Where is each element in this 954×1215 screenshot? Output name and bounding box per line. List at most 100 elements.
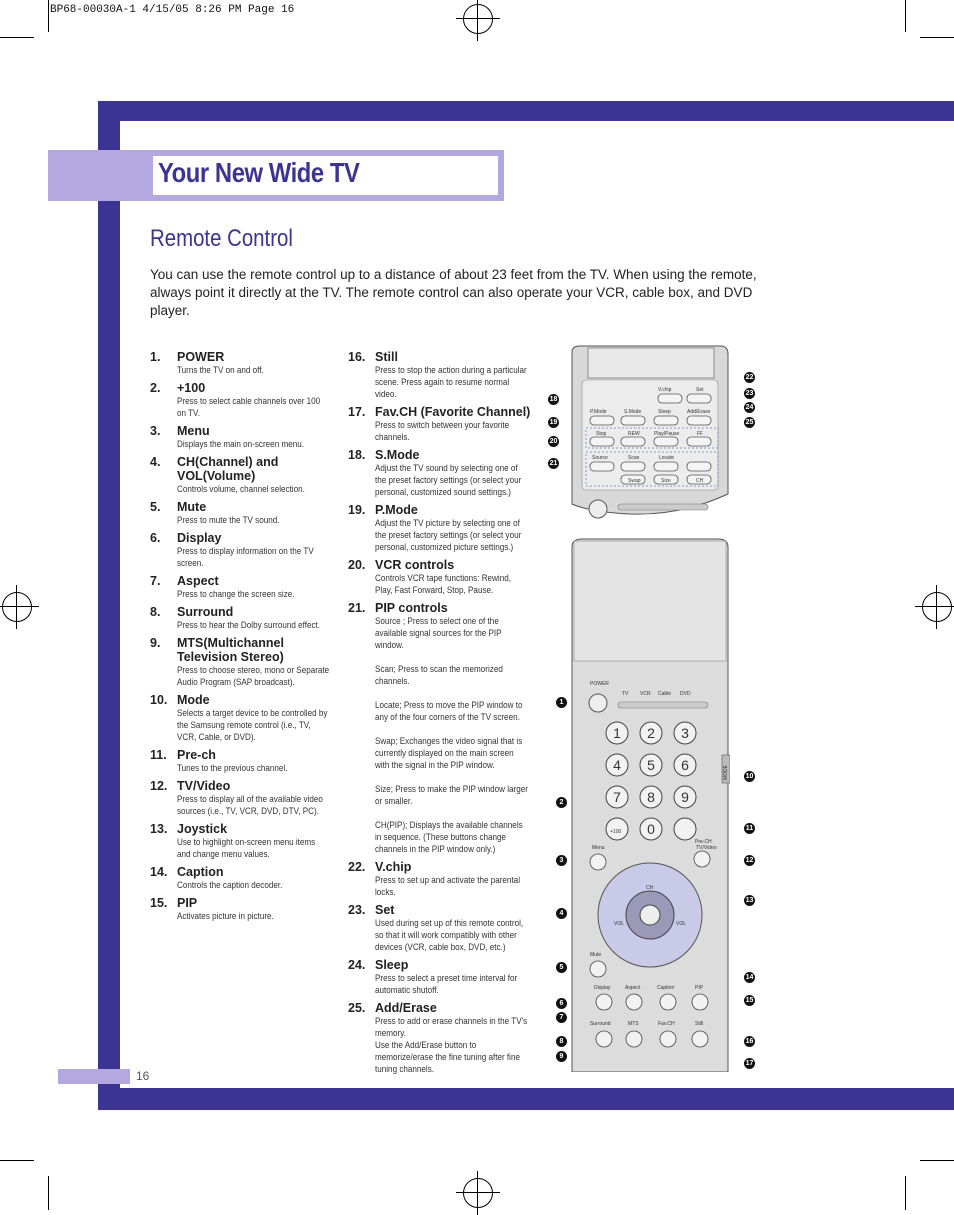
legend-item-name: +100 <box>177 381 206 395</box>
pmode-label: P.Mode <box>590 409 607 415</box>
rew-label: REW <box>628 431 640 437</box>
legend-item-name: CH(Channel) and VOL(Volume) <box>177 455 279 483</box>
left-band <box>98 101 120 1110</box>
callout-number: 5 <box>556 962 567 973</box>
legend-item-name: Sleep <box>375 958 409 972</box>
legend-item-number: 19. <box>348 503 366 517</box>
legend-item-heading: 24.Sleep <box>348 958 538 972</box>
legend-item-name: Menu <box>177 424 210 438</box>
stop-label: Stop <box>596 431 607 437</box>
callout-number: 7 <box>556 1012 567 1023</box>
legend-item-heading: 5. Mute <box>150 500 340 514</box>
crop-mark <box>920 37 954 38</box>
legend-item-description: Adjust the TV picture by selecting one o… <box>375 518 522 552</box>
legend-item-description: Controls volume, channel selection. <box>177 484 305 494</box>
legend-item-name: Add/Erase <box>375 1001 437 1015</box>
legend-item-number: 10. <box>150 693 168 707</box>
legend-item-heading: 9.MTS(Multichannel Television Stereo) <box>150 636 340 664</box>
legend-item-description: Press to display information on the TV s… <box>177 546 314 568</box>
callout-number: 24 <box>744 402 755 413</box>
remote-flap-illustration: V.chip Set P.Mode S.Mode Sleep Add/Erase… <box>571 345 729 519</box>
legend-item: 9.MTS(Multichannel Television Stereo)Pre… <box>150 636 340 688</box>
legend-item-name: Joystick <box>177 822 228 836</box>
sleep-label: Sleep <box>658 409 671 415</box>
callout-number: 12 <box>744 855 755 866</box>
legend-item-number: 7. <box>150 574 161 588</box>
legend-item-name: Pre-ch <box>177 748 216 762</box>
size-label: Size <box>661 478 671 484</box>
digit-1: 1 <box>613 725 621 741</box>
legend-item-description: Press to select cable channels over 100 … <box>177 396 321 418</box>
vol-up-label: VOL <box>676 921 686 927</box>
legend-item-heading: 25.Add/Erase <box>348 1001 538 1015</box>
display-label: Display <box>594 985 611 991</box>
crop-mark <box>48 1176 49 1210</box>
scan-label: Scan <box>628 455 640 461</box>
play-pause-label: Play/Pause <box>654 431 680 437</box>
mts-label: MTS <box>628 1021 639 1027</box>
legend-item-description: Displays the main on-screen menu. <box>177 439 304 449</box>
add-erase-label: Add/Erase <box>687 409 711 415</box>
section-title: Remote Control <box>150 225 293 252</box>
legend-item-name: Display <box>177 531 222 545</box>
legend-item-heading: 6.Display <box>150 531 340 545</box>
legend-item-heading: 2.+100 <box>150 381 340 395</box>
surround-label: Surround <box>590 1021 611 1027</box>
callout-number: 8 <box>556 1036 567 1047</box>
legend-item-heading: 7.Aspect <box>150 574 340 588</box>
legend-item-heading: 16.Still <box>348 350 538 364</box>
dvd-label: DVD <box>680 691 691 697</box>
legend-item-description: Selects a target device to be controlled… <box>177 708 328 742</box>
legend-item-description: Press to display all of the available vi… <box>177 794 323 816</box>
legend-item-description: Press to hear the Dolby surround effect. <box>177 620 321 630</box>
callout-number: 4 <box>556 908 567 919</box>
callout-number: 22 <box>744 372 755 383</box>
legend-item-number: 4. <box>150 455 161 469</box>
crop-mark <box>905 0 906 32</box>
legend-item-heading: 20.VCR controls <box>348 558 538 572</box>
callout-number: 23 <box>744 388 755 399</box>
legend-item-name: TV/Video <box>177 779 231 793</box>
crop-mark <box>905 1176 906 1210</box>
legend-item-heading: 23.Set <box>348 903 538 917</box>
legend-item-number: 23. <box>348 903 366 917</box>
registration-mark <box>456 0 500 41</box>
locate-label: Locate <box>659 455 674 461</box>
legend-item-description: Used during set up of this remote contro… <box>375 918 524 952</box>
legend-item-number: 9. <box>150 636 161 650</box>
legend-item-name: PIP controls <box>375 601 448 615</box>
legend-item-number: 21. <box>348 601 366 615</box>
crop-mark <box>920 1160 954 1161</box>
callout-number: 11 <box>744 823 755 834</box>
printer-slug: BP68-00030A-1 4/15/05 8:26 PM Page 16 <box>50 4 295 16</box>
legend-item-description: Tunes to the previous channel. <box>177 763 288 773</box>
vchip-label: V.chip <box>658 387 672 393</box>
menu-label: Menu <box>592 845 605 851</box>
legend-item-description: Press to select a preset time interval f… <box>375 973 518 995</box>
legend-item-heading: 12.TV/Video <box>150 779 340 793</box>
legend-item-description: Press to switch between your favorite ch… <box>375 420 510 442</box>
digit-2: 2 <box>647 725 655 741</box>
still-label: Still <box>695 1021 703 1027</box>
legend-item-name: Mute <box>177 500 207 514</box>
mute-label: Mute <box>590 952 601 958</box>
crop-mark <box>48 0 49 32</box>
legend-item-number: 5. <box>150 500 161 514</box>
legend-item-number: 14. <box>150 865 168 879</box>
legend-item-number: 16. <box>348 350 366 364</box>
legend-item-name: V.chip <box>375 860 412 874</box>
callout-number: 17 <box>744 1058 755 1069</box>
ch-up-label: CH <box>646 885 654 891</box>
legend-item-description: Controls VCR tape functions: Rewind, Pla… <box>375 573 511 595</box>
